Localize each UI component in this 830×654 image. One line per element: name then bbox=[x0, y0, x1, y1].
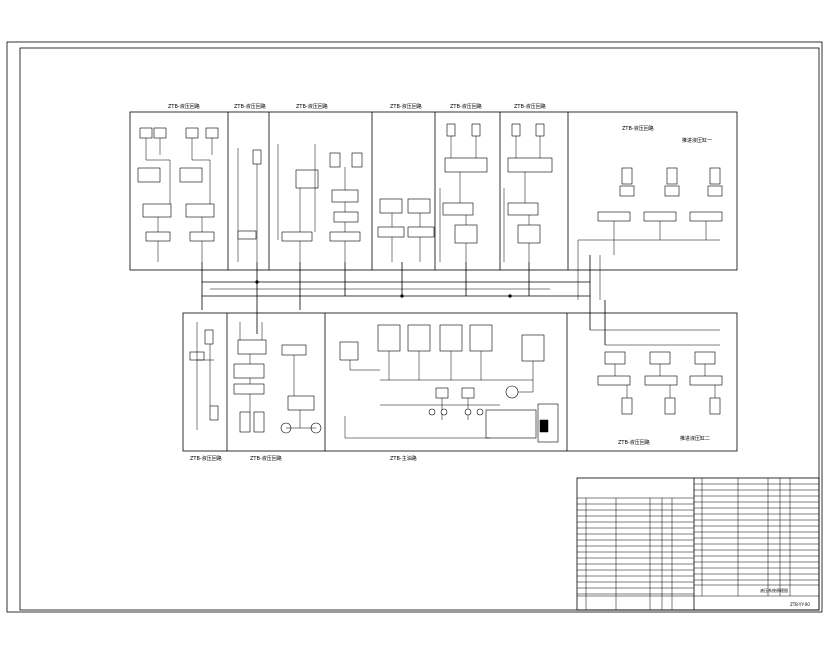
bottom-section-row: ZTB-液压回路 ZTB-液压回路 ZTB-主油路 ZTB-液压回路 推进液压缸… bbox=[182, 312, 738, 462]
outer-frame bbox=[6, 41, 823, 613]
section-b-title: ZTB-液压回路 bbox=[234, 103, 266, 110]
section-c-title: ZTB-液压回路 bbox=[296, 103, 328, 110]
drawing-number: ZTB-YY-00 bbox=[790, 602, 810, 607]
main-pipe-trunk bbox=[201, 255, 606, 345]
section-j-components bbox=[339, 324, 559, 443]
section-e-components bbox=[439, 123, 488, 262]
top-section-row: ZTB-液压回路 ZTB-液压回路 ZTB-液压回路 ZTB-液压回路 ZTB-… bbox=[129, 103, 738, 271]
drawing-title: 液压系统原理图 bbox=[760, 587, 788, 593]
section-j-title: ZTB-主油路 bbox=[390, 455, 417, 462]
section-a-components bbox=[137, 127, 219, 262]
section-h-components bbox=[189, 322, 219, 430]
section-c-components bbox=[277, 144, 363, 262]
section-d-components bbox=[377, 198, 435, 262]
section-b-components bbox=[237, 148, 262, 262]
section-g-subtitle: 推进液压缸一 bbox=[682, 137, 712, 144]
section-g-components bbox=[577, 167, 723, 300]
section-a-title: ZTB-液压回路 bbox=[168, 103, 200, 110]
section-k-subtitle: 推进液压缸二 bbox=[680, 435, 710, 442]
section-d-title: ZTB-液压回路 bbox=[390, 103, 422, 110]
section-i-components bbox=[233, 322, 322, 434]
section-i-title: ZTB-液压回路 bbox=[250, 455, 282, 462]
section-f-title: ZTB-液压回路 bbox=[514, 103, 546, 110]
section-f-components bbox=[503, 123, 553, 262]
section-g-title: ZTB-液压回路 bbox=[622, 125, 654, 132]
inner-frame bbox=[19, 47, 820, 611]
section-k-components bbox=[590, 329, 723, 415]
section-e-title: ZTB-液压回路 bbox=[450, 103, 482, 110]
bom-table bbox=[577, 478, 819, 610]
section-h-title: ZTB-液压回路 bbox=[190, 455, 222, 462]
section-k-title: ZTB-液压回路 bbox=[618, 439, 650, 446]
